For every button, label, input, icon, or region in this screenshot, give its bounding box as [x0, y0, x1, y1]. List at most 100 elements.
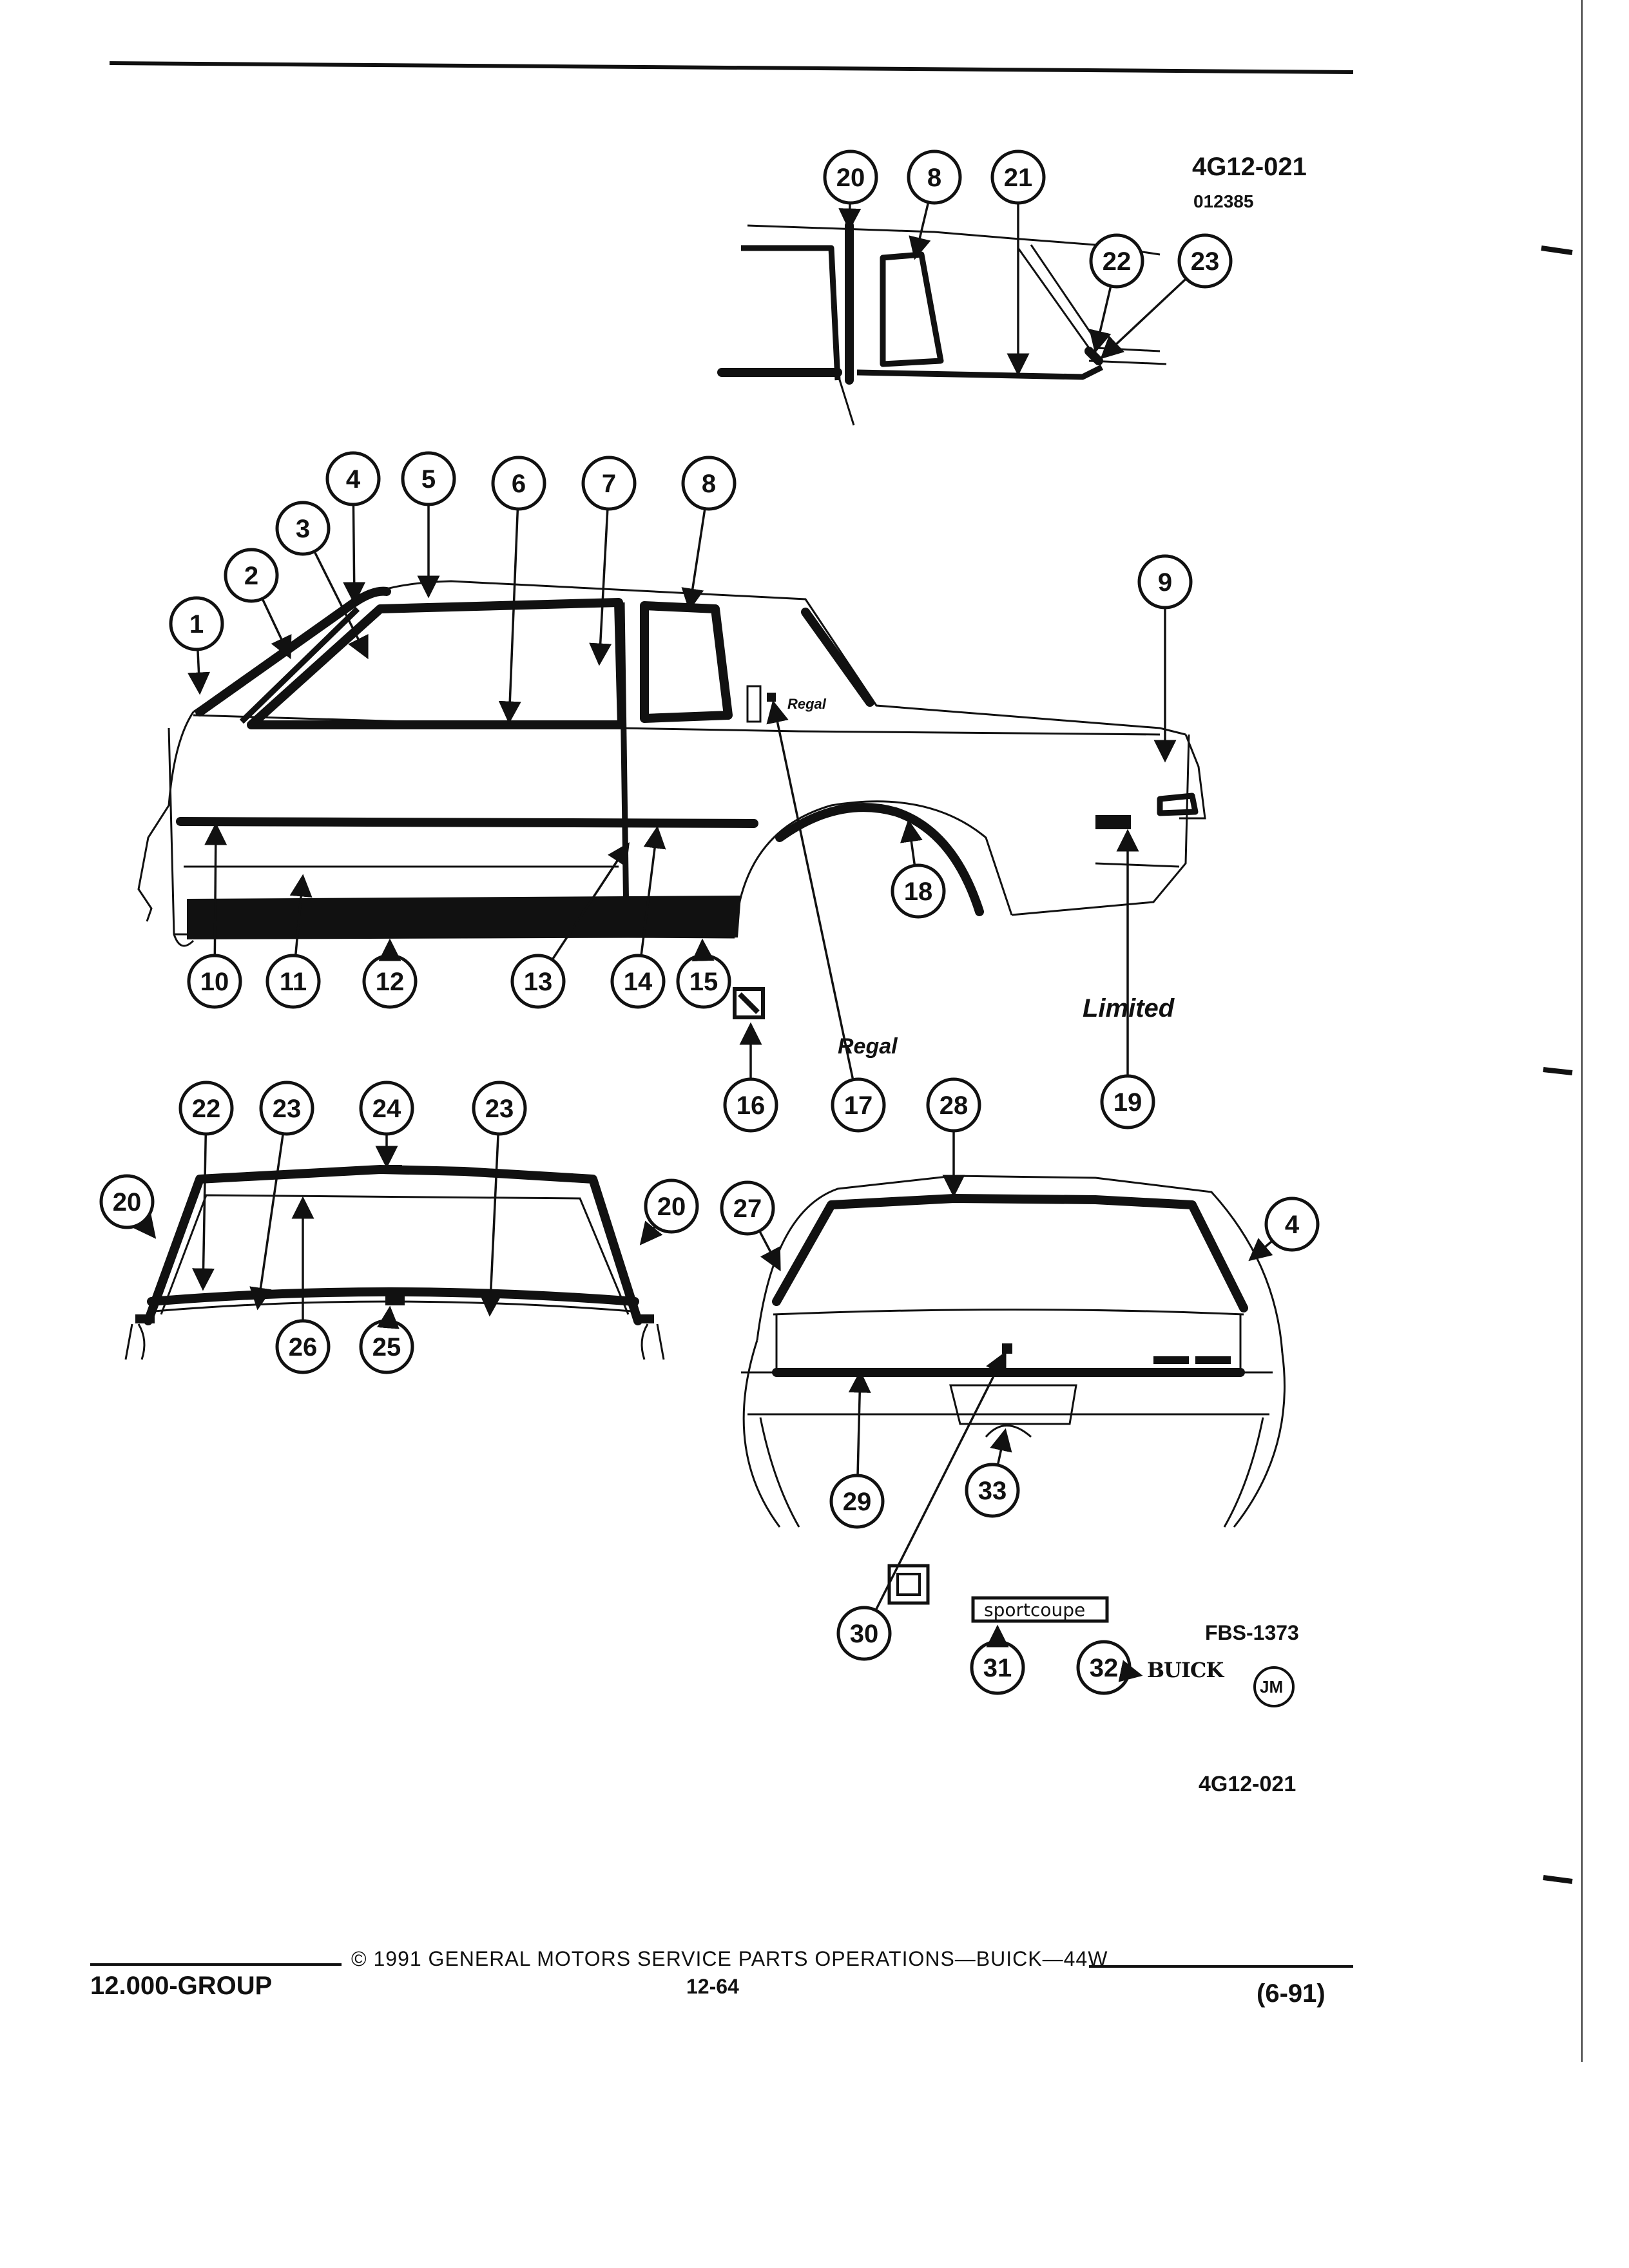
callout-number: 22	[192, 1095, 221, 1123]
callout-number: 26	[289, 1333, 318, 1361]
leaders-layer	[133, 202, 1273, 1682]
callout-number: 25	[372, 1333, 401, 1361]
leader-line-17	[766, 700, 854, 1081]
leader-line-13	[551, 842, 630, 961]
callout-number: 8	[927, 164, 941, 192]
sportcoupe-emblem-graphic	[971, 1596, 1109, 1623]
callout-number: 29	[843, 1488, 872, 1516]
callout-32-rear: 32	[1076, 1640, 1132, 1695]
leader-line-2	[261, 598, 292, 660]
callout-circle	[472, 1081, 527, 1136]
callout-6-side: 6	[491, 456, 546, 511]
revision-date: (6-91)	[1257, 1979, 1325, 2008]
callout-3-side: 3	[275, 501, 331, 556]
callout-number: 16	[737, 1091, 766, 1120]
callout-18-side: 18	[891, 863, 946, 919]
jm-circle	[1253, 1666, 1295, 1707]
callout-23-front: 23	[259, 1081, 314, 1136]
callout-26-front: 26	[275, 1319, 331, 1374]
emblem-16-graphic	[733, 987, 765, 1019]
callout-10-side: 10	[187, 954, 242, 1009]
callout-circle	[259, 1081, 314, 1136]
callout-number: 4	[1285, 1211, 1300, 1239]
callout-20-front: 20	[644, 1178, 699, 1234]
callout-number: 15	[689, 968, 718, 996]
leader-line-4	[343, 504, 366, 605]
callout-circle	[610, 954, 666, 1009]
inset-roof-pillar-view	[717, 221, 1167, 426]
callout-number: 20	[836, 164, 865, 192]
callout-23-inset: 23	[1177, 233, 1233, 289]
leader-line-29	[848, 1370, 871, 1476]
jm-mark: JM	[1260, 1677, 1283, 1696]
callout-17-side: 17	[831, 1077, 886, 1133]
callout-circle	[720, 1180, 775, 1236]
leader-line-33	[990, 1428, 1012, 1466]
callout-circle	[644, 1178, 699, 1234]
limited-emblem: Limited	[1083, 994, 1175, 1023]
callout-number: 30	[850, 1620, 879, 1648]
callout-number: 11	[280, 968, 307, 996]
footer-rule-left	[90, 1963, 342, 1966]
leader-line-27	[758, 1230, 781, 1272]
margin-mark	[1543, 1067, 1573, 1075]
callout-29-rear: 29	[829, 1474, 885, 1529]
callout-number: 31	[983, 1654, 1012, 1682]
callout-5-side: 5	[401, 451, 456, 506]
callout-24-front: 24	[359, 1081, 414, 1136]
callout-23-front: 23	[472, 1081, 527, 1136]
callout-31-rear: 31	[970, 1640, 1025, 1695]
leader-line-14	[640, 825, 666, 956]
callout-14-side: 14	[610, 954, 666, 1009]
drawing-id-bottom: 4G12-021	[1199, 1772, 1296, 1796]
callout-number: 17	[844, 1091, 873, 1120]
callout-33-rear: 33	[965, 1463, 1020, 1518]
leader-line-23	[249, 1133, 284, 1311]
callout-number: 6	[512, 470, 526, 498]
callout-number: 23	[485, 1095, 514, 1123]
callout-circle	[510, 954, 566, 1009]
callout-number: 23	[273, 1095, 302, 1123]
leader-line-3	[313, 550, 369, 660]
copyright-line: © 1991 GENERAL MOTORS SERVICE PARTS OPER…	[351, 1947, 1108, 1970]
sportcoupe-text: sportcoupe	[984, 1599, 1085, 1620]
callout-22-inset: 22	[1089, 233, 1144, 289]
callout-8-side: 8	[681, 456, 737, 511]
callout-19-side: 19	[1100, 1074, 1155, 1129]
callout-circle	[187, 954, 242, 1009]
callout-27-rear: 27	[720, 1180, 775, 1236]
callout-circle	[831, 1077, 886, 1133]
footer-rule-right	[1089, 1965, 1353, 1968]
callout-9-side: 9	[1137, 554, 1193, 610]
callout-circle	[823, 149, 878, 205]
callout-number: 10	[200, 968, 229, 996]
callout-number: 33	[978, 1477, 1007, 1505]
leader-line-8	[681, 508, 706, 611]
leader-line-8	[909, 202, 931, 260]
leader-line-20	[838, 202, 862, 231]
leader-line-30	[874, 1350, 1007, 1611]
callout-4-side: 4	[325, 451, 381, 506]
callout-number: 19	[1113, 1088, 1142, 1117]
leader-line-18	[900, 819, 923, 866]
callout-11-side: 11	[265, 954, 321, 1009]
callout-circle	[1264, 1196, 1320, 1252]
callout-number: 7	[602, 470, 616, 498]
group-label: 12.000-GROUP	[90, 1972, 273, 2000]
callout-25-front: 25	[359, 1319, 414, 1374]
callout-21-inset: 21	[990, 149, 1046, 205]
callout-8-inset: 8	[907, 149, 962, 205]
callout-number: 27	[733, 1195, 762, 1223]
callout-number: 20	[113, 1188, 142, 1216]
callout-circle	[275, 501, 331, 556]
emblem-30-graphic	[887, 1564, 930, 1605]
callout-number: 18	[904, 878, 933, 906]
callout-circle	[178, 1081, 234, 1136]
callout-13-side: 13	[510, 954, 566, 1009]
top-rule	[109, 61, 1354, 74]
callout-15-side: 15	[676, 954, 731, 1009]
callout-30-rear: 30	[836, 1606, 892, 1661]
drawing-date: 012385	[1193, 191, 1253, 211]
